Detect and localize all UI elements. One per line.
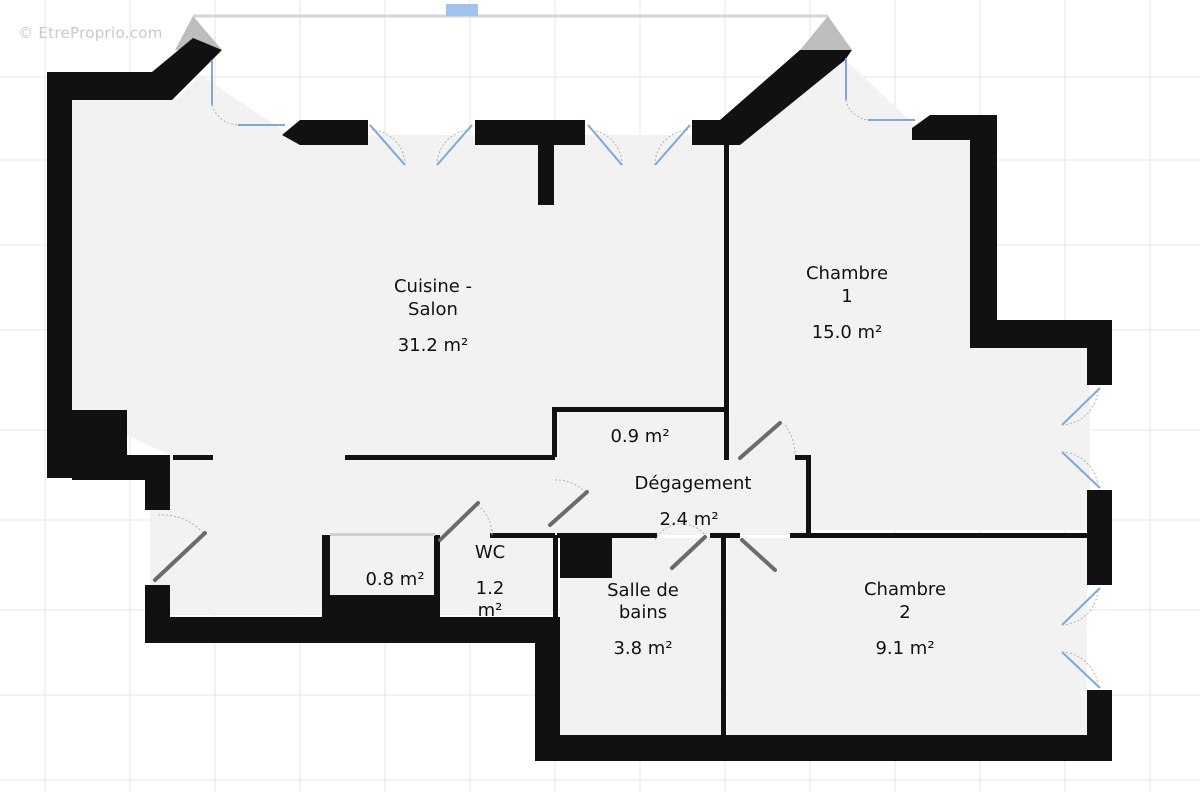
wall-bottom-entree <box>145 617 560 643</box>
wall-int-wc-right <box>553 535 558 620</box>
degagement-area: 2.4 m² <box>659 509 718 530</box>
wall-int-sdb-top <box>557 533 657 538</box>
wall-placard-left <box>322 535 330 617</box>
wall-left-step <box>72 455 170 510</box>
chambre1-name-line2: 1 <box>841 286 852 307</box>
wall-int-wc-top <box>490 533 555 538</box>
floor-chambre2 <box>727 538 1087 738</box>
wc-name: WC <box>475 542 505 563</box>
room-chambre1: Chambre 1 15.0 m² <box>806 263 888 343</box>
door-leaves <box>153 421 782 582</box>
wall-placard-right <box>434 535 440 617</box>
room-degagement: Dégagement 2.4 m² <box>635 473 752 530</box>
watermark: © EtreProprio.com <box>18 24 163 42</box>
placard-2-area: 0.8 m² <box>365 569 424 590</box>
balcony <box>175 4 852 50</box>
wall-bottom-right <box>535 735 1112 761</box>
wall-angled-right <box>720 50 852 145</box>
wall-placard-bottom <box>322 595 434 617</box>
wall-left-lower <box>47 410 72 478</box>
chambre1-area: 15.0 m² <box>812 322 883 343</box>
room-salle-de-bains: Salle de bains 3.8 m² <box>607 580 679 659</box>
wall-int-deg-right <box>806 455 811 535</box>
wall-top-pillar <box>538 145 554 205</box>
wall-int-cuisine-hall <box>173 455 213 460</box>
wall-chambre1-top-right <box>912 115 1112 385</box>
salle-de-bains-name-line1: Salle de <box>607 580 679 601</box>
degagement-name: Dégagement <box>635 473 752 494</box>
wall-int-sdb-ch2 <box>721 535 726 738</box>
room-placard-1: 0.9 m² <box>610 426 669 447</box>
room-wc: WC 1.2 m² <box>475 542 505 621</box>
room-placard-2: 0.8 m² <box>365 569 424 590</box>
room-chambre2: Chambre 2 9.1 m² <box>864 579 946 659</box>
cuisine-salon-name-line1: Cuisine - <box>394 276 472 297</box>
wall-int-chambre1-left <box>724 140 729 460</box>
floor <box>72 50 1090 738</box>
wc-area-line2: m² <box>478 600 503 621</box>
wall-top-seg1 <box>282 120 368 145</box>
wall-top-seg2 <box>475 120 585 145</box>
wall-pillar-left <box>72 410 127 455</box>
chambre2-area: 9.1 m² <box>875 638 934 659</box>
wall-sdb-block <box>560 538 612 578</box>
chambre2-name-line1: Chambre <box>864 579 946 600</box>
walls <box>47 38 1112 761</box>
wc-area-line1: 1.2 <box>476 578 505 599</box>
floor-chambre1 <box>730 50 1090 530</box>
wall-bottom-left-vertical <box>535 620 560 761</box>
salle-de-bains-area: 3.8 m² <box>613 638 672 659</box>
placard-1-area: 0.9 m² <box>610 426 669 447</box>
cuisine-salon-name-line2: Salon <box>408 299 458 320</box>
openings <box>211 58 1101 689</box>
room-cuisine-salon: Cuisine - Salon 31.2 m² <box>394 276 472 356</box>
chambre2-name-line2: 2 <box>899 602 910 623</box>
salle-de-bains-name-line2: bains <box>619 602 667 623</box>
door-arcs <box>157 99 1099 687</box>
wall-right-mid <box>1087 490 1112 585</box>
cuisine-salon-area: 31.2 m² <box>398 335 469 356</box>
wall-int-ch2-top <box>790 533 1090 538</box>
wall-int-placard-top <box>330 533 435 536</box>
chambre1-name-line1: Chambre <box>806 263 888 284</box>
wall-int-deg-right-top <box>795 455 811 460</box>
wall-int-cuisine-hall2 <box>345 455 555 460</box>
wall-int-placard09-top <box>552 407 727 412</box>
wall-int-placard09-left <box>552 407 557 457</box>
